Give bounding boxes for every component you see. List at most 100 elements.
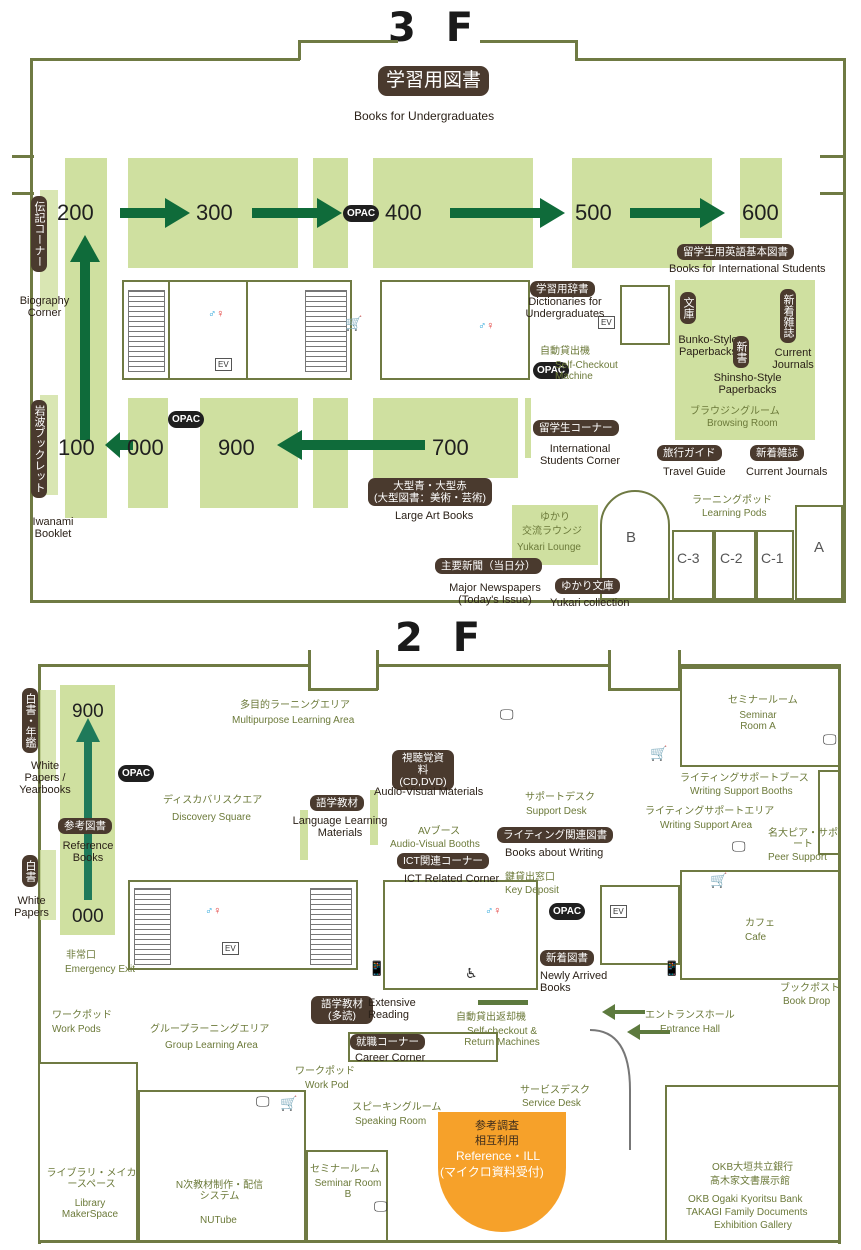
av-materials-label: Audio-Visual Materials (374, 786, 484, 798)
key-deposit-label[interactable]: Key Deposit (505, 885, 559, 896)
emergency-exit-tag: 非常口 (66, 950, 96, 961)
core-block-center (380, 280, 530, 380)
support-desk-label[interactable]: Support Desk (526, 806, 587, 817)
wall (308, 650, 311, 690)
cart-icon: 🛒 (650, 745, 668, 761)
pc-icon: 🖵 (374, 1198, 388, 1214)
book-drop-label[interactable]: Book Drop (783, 996, 831, 1007)
reference-books-tag: 参考図書 (58, 818, 112, 834)
wall (575, 40, 578, 60)
class-number: 700 (432, 435, 469, 460)
travel-guide-label: Travel Guide (663, 466, 726, 478)
return-machines[interactable] (478, 1000, 528, 1005)
opac-terminal[interactable]: OPAC (168, 411, 205, 428)
biography-corner-tag: 伝記コーナー (31, 196, 47, 272)
nutube[interactable] (138, 1090, 306, 1242)
intl-corner-label: International Students Corner (539, 443, 621, 467)
reference-books-label: Reference Books (62, 840, 114, 864)
iwanami-label: Iwanami Booklet (32, 516, 74, 540)
makerspace[interactable] (38, 1062, 138, 1242)
writing-area-label: Writing Support Area (660, 820, 753, 831)
room-c2[interactable] (714, 530, 756, 600)
class-number: 000 (72, 906, 104, 927)
bunko-label: Bunko-Style Paperbacks (678, 334, 738, 358)
current-journals-label-2: Current Journals (746, 466, 828, 478)
phone-icon: 📱 (663, 960, 681, 976)
emergency-exit-label[interactable]: Emergency Exit (64, 964, 136, 975)
speaking-room-label[interactable]: Speaking Room (355, 1116, 427, 1127)
shinsho-tag: 新書 (733, 336, 749, 368)
accessible-icon: ♿ (465, 965, 478, 981)
seminar-a-tag: セミナールーム (728, 695, 798, 706)
elevator-icon: EV (215, 358, 232, 371)
writing-books-tag: ライティング関連図書 (497, 827, 614, 843)
entrance-hall-label: Entrance Hall (660, 1024, 721, 1035)
reference-ill-desk[interactable] (438, 1112, 566, 1232)
yukari-collection-tag: ゆかり文庫 (555, 578, 620, 594)
white-papers-shelf (40, 690, 56, 780)
elevator-icon: EV (610, 905, 627, 918)
nutube-label: NUTube (200, 1215, 237, 1226)
learning-pods-tag: ラーニングポッド (692, 495, 772, 506)
newly-arrived-tag: 新着図書 (540, 950, 594, 966)
cafe-label: Cafe (745, 932, 767, 943)
room-c1[interactable] (756, 530, 794, 600)
opac-terminal[interactable]: OPAC (343, 205, 380, 222)
okb-gallery[interactable] (665, 1085, 840, 1242)
okb-label-1: OKB Ogaki Kyoritsu Bank (688, 1194, 803, 1205)
discovery-label: Discovery Square (172, 812, 251, 823)
stairs (305, 290, 347, 372)
shelf (373, 398, 518, 478)
browsing-room-tag: ブラウジングルーム (690, 406, 780, 417)
lounge-label: Yukari Lounge (517, 542, 581, 553)
seminar-room-b[interactable] (306, 1150, 388, 1242)
room-a[interactable] (795, 505, 843, 600)
newly-arrived-label: Newly Arrived Books (540, 970, 608, 994)
seminar-a-label[interactable]: Seminar Room A (739, 710, 777, 732)
restroom-icon: ♂♀ (478, 320, 495, 332)
language-label: Language Learning Materials (292, 815, 388, 839)
entrance-hall-tag: エントランスホール (645, 1010, 735, 1021)
intl-books-tag: 留学生用英語基本図書 (677, 244, 794, 260)
room-label: C-2 (720, 550, 743, 566)
room-label: C-1 (761, 550, 784, 566)
yukari-collection-label: Yukari collection (550, 597, 630, 609)
class-number: 400 (385, 200, 422, 225)
return-machines-label[interactable]: Self-checkout & Return Machines (464, 1026, 540, 1048)
wall (298, 40, 301, 60)
core-block-center-2f (383, 880, 538, 990)
wall-block (818, 770, 840, 855)
restroom-icon: ♂♀ (208, 308, 225, 320)
cart-icon: 🛒 (280, 1095, 298, 1111)
room-c3[interactable] (672, 530, 714, 600)
wall (38, 664, 41, 1244)
service-desk-tag: サービスデスク (520, 1085, 590, 1096)
wall (30, 600, 845, 603)
newspapers-label: Major Newspapers (Today's Issue) (449, 582, 541, 606)
wall (376, 650, 379, 690)
large-art-label: Large Art Books (395, 510, 474, 522)
lounge-area (512, 505, 598, 565)
service-desk-label[interactable]: Service Desk (522, 1098, 581, 1109)
opac-terminal[interactable]: OPAC (533, 362, 570, 379)
cafe[interactable] (680, 870, 840, 980)
stairs-east (620, 285, 670, 345)
nutube-tag: N次教材制作・配信システム (175, 1180, 264, 1202)
stairs-east-2f (600, 885, 680, 965)
language-shelf (300, 810, 308, 860)
opac-terminal[interactable]: OPAC (549, 903, 586, 920)
opac-terminal[interactable]: OPAC (118, 765, 155, 782)
seminar-room-a[interactable] (680, 667, 840, 767)
makerspace-label: Library MakerSpace (61, 1198, 119, 1220)
wall (298, 40, 398, 43)
wall (480, 40, 575, 43)
multipurpose-tag: 多目的ラーニングエリア (240, 700, 350, 711)
room-label: C-3 (677, 550, 700, 566)
self-checkout-label[interactable]: Self-Checkout Machine (555, 360, 618, 382)
class-number: 300 (196, 200, 233, 225)
wall (378, 664, 608, 667)
reference-ill-label: Reference・ILL (456, 1149, 541, 1163)
okb-tag-1: OKB大垣共立銀行 (712, 1162, 794, 1173)
class-number: 600 (742, 200, 779, 225)
travel-guide-tag: 旅行ガイド (657, 445, 722, 461)
